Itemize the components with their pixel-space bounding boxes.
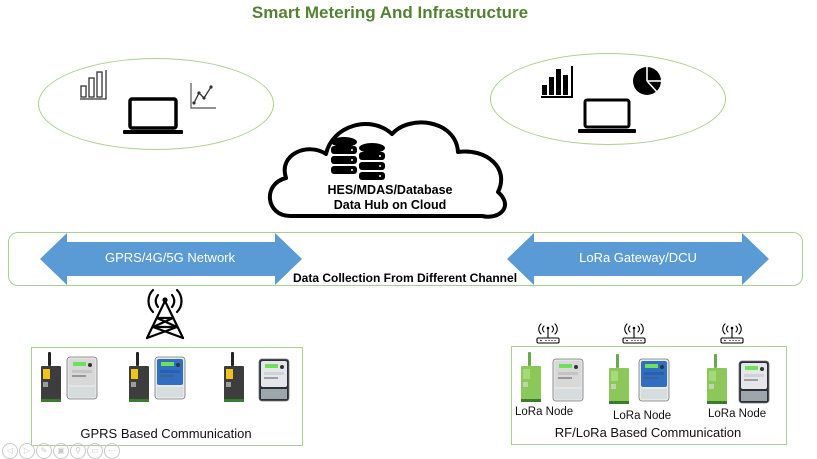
cloud-label-line2: Data Hub on Cloud [333, 198, 447, 212]
lora-gateway-router-icon [622, 323, 646, 344]
bar-chart-icon [80, 70, 107, 100]
bar-chart-icon [541, 66, 573, 98]
cloud-shape [267, 120, 507, 219]
energy-meter-icon [154, 356, 186, 400]
cloud-label-line1: HES/MDAS/Database [327, 183, 453, 197]
laptop-icon [578, 98, 636, 133]
gprs-group-box [31, 347, 303, 446]
laptop-icon [123, 97, 183, 134]
energy-meter-icon [738, 360, 770, 404]
lora-node-label: LoRa Node [708, 408, 767, 420]
line-chart-icon [190, 83, 216, 109]
lora-gateway-router-icon [536, 323, 560, 344]
gprs-group-label: GPRS Based Communication [80, 426, 252, 441]
energy-meter-icon [552, 358, 584, 402]
diagram-title: Smart Metering And Infrastructure [251, 3, 529, 22]
data-collection-band [8, 232, 803, 286]
previous-icon[interactable]: ◁ [2, 443, 18, 459]
data-collection-label: Data Collection From Different Channel [293, 271, 518, 285]
user-dashboard-ellipse-right [490, 53, 726, 145]
database-icon [331, 137, 385, 180]
lora-group-box [511, 346, 787, 445]
pie-chart-icon [633, 67, 661, 95]
gprs-network-arrow [40, 233, 302, 285]
lora-node-modem-icon [521, 352, 541, 402]
slides-icon[interactable]: ▣ [53, 443, 69, 459]
gprs-modem-icon [224, 352, 244, 402]
gprs-modem-icon [129, 352, 149, 402]
cell-tower-icon [145, 288, 185, 340]
pen-icon[interactable]: ✎ [36, 443, 52, 459]
more-icon[interactable]: ⋯ [104, 443, 120, 459]
lora-gateway-router-icon [720, 323, 744, 344]
lora-node-modem-icon [707, 354, 727, 404]
zoom-icon[interactable]: ⚲ [70, 443, 86, 459]
gprs-network-label: GPRS/4G/5G Network [104, 250, 236, 265]
energy-meter-icon [638, 358, 670, 402]
energy-meter-icon [258, 358, 290, 402]
lora-gateway-arrow [507, 233, 769, 285]
user-dashboard-ellipse-left [38, 58, 274, 150]
gprs-modem-icon [41, 352, 61, 402]
subtitle-icon[interactable]: ▭ [87, 443, 103, 459]
lora-node-label: LoRa Node [613, 410, 672, 422]
lora-node-modem-icon [609, 354, 629, 404]
lora-group-label: RF/LoRa Based Communication [554, 425, 742, 440]
cloud-label: HES/MDAS/Database Data Hub on Cloud [300, 183, 480, 213]
lora-node-label: LoRa Node [515, 406, 574, 418]
next-icon[interactable]: ▷ [19, 443, 35, 459]
energy-meter-icon [66, 356, 98, 400]
lora-gateway-label: LoRa Gateway/DCU [579, 250, 697, 265]
